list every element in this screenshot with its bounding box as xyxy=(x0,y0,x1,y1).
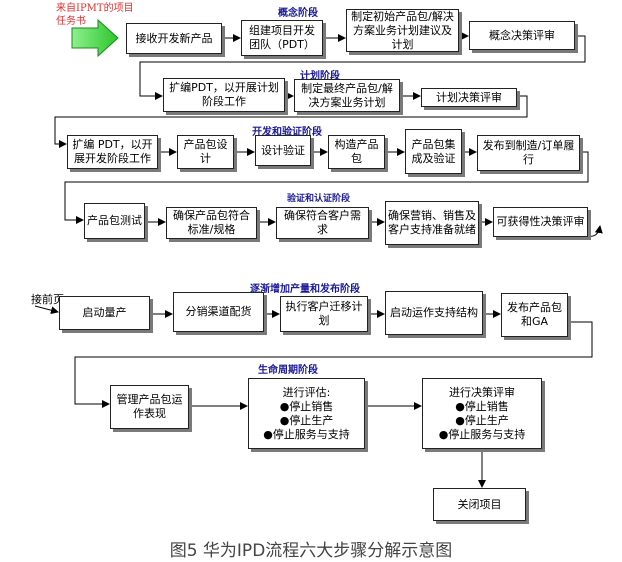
evaluation-item-stop-sales: ●停止销售 xyxy=(279,399,334,413)
decision-item-stop-production: ●停止生产 xyxy=(455,413,509,427)
evaluation-title: 进行评估: xyxy=(282,385,331,399)
stage-title-plan: 计划阶段 xyxy=(300,71,340,82)
start-note: 来自IPMT的项目 任务书 xyxy=(56,2,134,28)
step-concept-review: 概念决策评审 xyxy=(469,21,575,50)
step-product-design: 产品包设计 xyxy=(177,135,234,169)
stage-title-concept: 概念阶段 xyxy=(278,8,318,19)
step-customer-migration: 执行客户迁移计划 xyxy=(280,296,368,332)
step-ensure-customer-needs: 确保符合客户需求 xyxy=(276,207,369,239)
step-form-pdt: 组建项目开发团队（PDT） xyxy=(241,20,323,56)
step-integrate-verify: 产品包集成及验证 xyxy=(405,129,462,174)
connector-label: 接前页 xyxy=(31,293,64,306)
step-evaluation: 进行评估: ●停止销售 ●停止生产 ●停止服务与支持 xyxy=(248,378,365,449)
step-start-production: 启动量产 xyxy=(59,296,150,330)
decision-review-title: 进行决策评审 xyxy=(449,385,515,399)
step-availability-review: 可获得性决策评审 xyxy=(493,207,588,237)
step-expand-pdt-develop: 扩编 PDT，以开展开发阶段工作 xyxy=(67,135,158,169)
stage-title-ramp: 逐渐增加产量和发布阶段 xyxy=(250,284,360,295)
stage-title-validate: 验证和认证阶段 xyxy=(287,194,351,204)
step-receive-new-product: 接收开发新产品 xyxy=(126,23,222,54)
figure-caption: 图5 华为IPD流程六大步骤分解示意图 xyxy=(169,541,453,561)
step-final-business-plan: 制定最终产品包/解决方案业务计划 xyxy=(294,79,400,112)
step-operation-support: 启动运作支持结构 xyxy=(385,291,483,335)
step-ensure-standards: 确保产品包符合标准/规格 xyxy=(166,207,257,239)
step-initial-business-plan: 制定初始产品包/解决方案业务计划建议及计划 xyxy=(346,9,459,52)
start-note-line2: 任务书 xyxy=(56,16,86,27)
step-decision-review: 进行决策评审 ●停止销售 ●停止生产 ●停止服务与支持 xyxy=(422,378,542,449)
decision-item-stop-sales: ●停止销售 xyxy=(455,399,509,413)
evaluation-item-stop-production: ●停止生产 xyxy=(279,413,334,427)
step-ensure-readiness: 确保营销、销售及客户支持准备就绪 xyxy=(385,201,479,245)
step-plan-review: 计划决策评审 xyxy=(421,88,517,107)
step-design-verification: 设计验证 xyxy=(255,135,311,166)
step-channel-distribution: 分销渠道配货 xyxy=(173,292,264,332)
decision-item-stop-service: ●停止服务与支持 xyxy=(438,427,526,441)
start-block-arrow xyxy=(71,18,119,58)
evaluation-item-stop-service: ●停止服务与支持 xyxy=(263,427,350,441)
step-build-product: 构造产品包 xyxy=(328,135,385,169)
stage-title-lifecycle: 生命周期阶段 xyxy=(258,365,318,376)
stage-title-develop: 开发和验证阶段 xyxy=(252,127,322,138)
step-manage-performance: 管理产品包运作表现 xyxy=(110,385,189,429)
step-close-project: 关闭项目 xyxy=(433,488,526,521)
step-release-manufacturing: 发布到制造/订单履行 xyxy=(477,135,580,171)
step-release-ga: 发布产品包和GA xyxy=(501,293,568,337)
step-product-testing: 产品包测试 xyxy=(84,203,145,239)
step-expand-pdt-plan: 扩编PDT，以开展计划阶段工作 xyxy=(163,78,285,112)
start-note-line1: 来自IPMT的项目 xyxy=(56,3,134,14)
